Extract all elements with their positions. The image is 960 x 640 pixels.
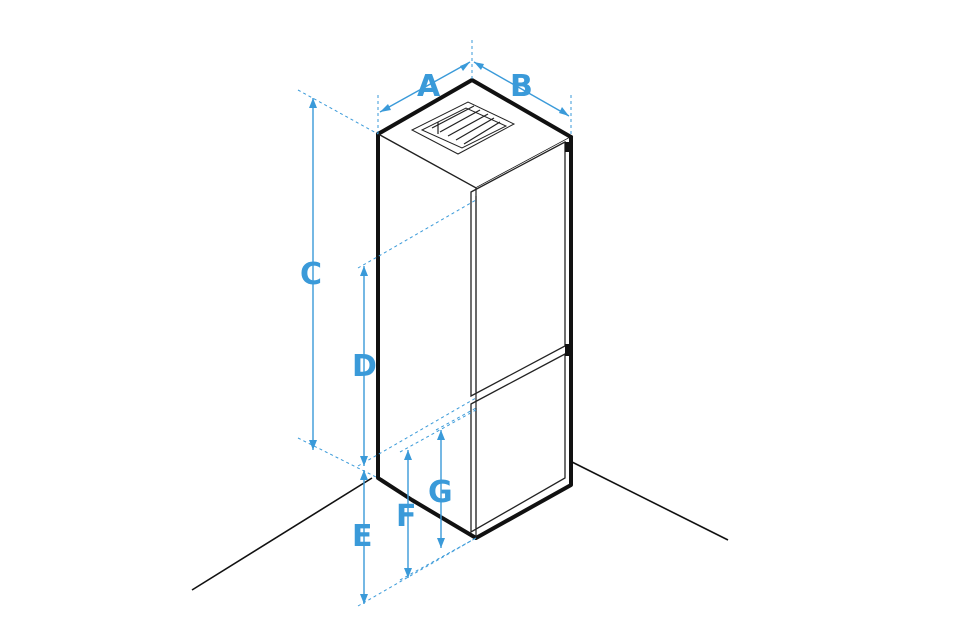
label-e: E [352, 519, 373, 554]
dimension-a: A [377, 40, 473, 134]
top-vent-icon [410, 101, 516, 155]
room-corner [191, 461, 729, 591]
fridge-cabinet [376, 78, 573, 540]
dimension-c: C [297, 89, 379, 479]
dimension-d: D [352, 199, 477, 466]
dimension-g: G [428, 407, 477, 548]
label-d: D [352, 349, 377, 384]
label-f: F [396, 499, 417, 534]
label-b: B [510, 69, 533, 104]
label-g: G [428, 475, 453, 510]
dimension-b: B [473, 61, 572, 137]
dimension-f: F [396, 409, 477, 581]
label-c: C [300, 257, 322, 292]
label-a: A [417, 69, 441, 104]
dimension-e: E [352, 397, 477, 607]
